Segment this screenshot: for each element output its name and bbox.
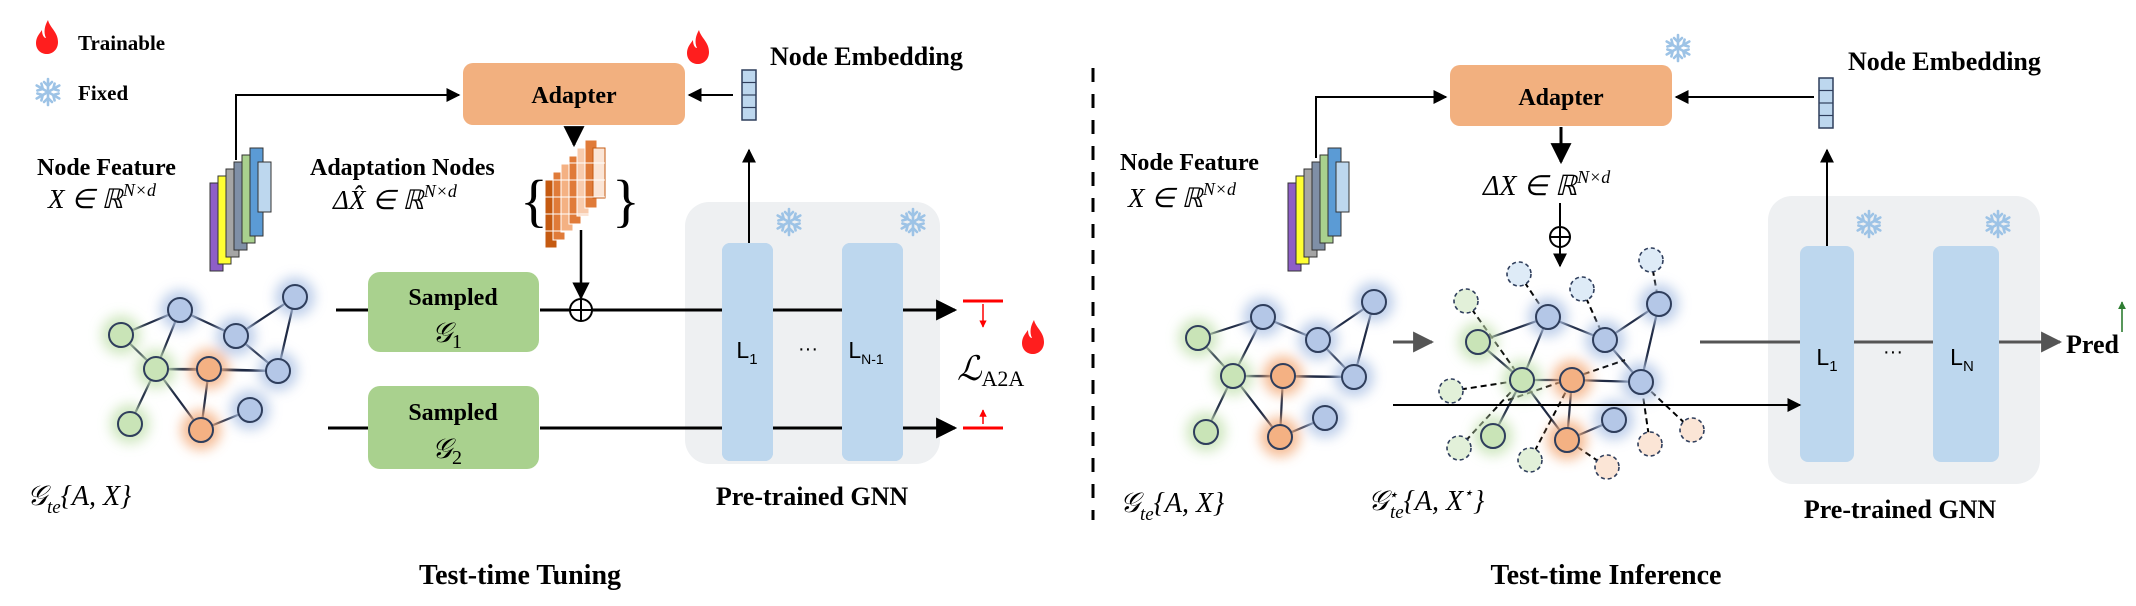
left-layer-1-label: L1 — [736, 337, 757, 368]
adapter-box — [1450, 65, 1672, 126]
snowflake-icon — [35, 77, 61, 107]
right-graph-label: 𝒢te{A, X} — [1120, 488, 1224, 525]
delta-x-math: ΔX ∈ ℝN×d — [1482, 167, 1611, 202]
node-embedding-label: Node Embedding — [770, 42, 963, 71]
augmented-graph — [1438, 247, 1705, 480]
adaptation-nodes-math: ΔX̂ ∈ ℝN×d — [332, 181, 458, 215]
node-feature-label: Node Feature — [37, 155, 176, 181]
node-feature-label: Node Feature — [1120, 150, 1259, 176]
left-layer-ellipsis: ··· — [798, 338, 818, 360]
adapter-box — [463, 63, 685, 125]
flame-icon — [1022, 320, 1044, 354]
node-feature-math: X ∈ ℝN×d — [1127, 179, 1237, 213]
right-gnn-label: Pre-trained GNN — [1804, 495, 1997, 524]
node-feature-stack — [1287, 147, 1350, 272]
sampled-graph-1-box — [368, 272, 539, 352]
node-embedding-label: Node Embedding — [1848, 47, 2041, 76]
adapter-label: Adapter — [531, 83, 617, 109]
right-layer-n-label: LN — [1950, 344, 1974, 375]
right-layer-ellipsis: ··· — [1883, 341, 1903, 363]
sampled-graph-1-label: Sampled — [408, 285, 498, 311]
right-brace: } — [612, 168, 640, 233]
legend-trainable-label: Trainable — [78, 31, 165, 55]
snowflake-icon — [1665, 33, 1691, 63]
left-section-title: Test-time Tuning — [419, 560, 621, 591]
flame-icon — [36, 20, 58, 54]
legend: Trainable Fixed — [35, 20, 165, 107]
right-section-title: Test-time Inference — [1491, 560, 1722, 591]
right-layer-1 — [1800, 246, 1854, 462]
adapter-label: Adapter — [1518, 85, 1604, 111]
right-layer-n — [1933, 246, 1999, 462]
node-embedding-vector — [741, 69, 757, 121]
loss-markers — [963, 299, 1003, 430]
pred-label: Pred — [2066, 330, 2119, 359]
legend-fixed-label: Fixed — [78, 81, 128, 105]
left-input-graph — [101, 277, 315, 450]
flame-icon — [687, 30, 709, 64]
left-layer-n-label: LN-1 — [848, 337, 884, 367]
adaptation-nodes-label: Adaptation Nodes — [310, 155, 495, 181]
sampled-graph-2-label: Sampled — [408, 400, 498, 426]
right-layer-1-label: L1 — [1816, 344, 1837, 375]
right-input-graph — [1178, 282, 1394, 457]
sampled-graph-2-box — [368, 386, 539, 469]
node-embedding-vector — [1818, 77, 1834, 129]
node-feature-stack — [209, 147, 272, 272]
left-brace: { — [520, 168, 548, 233]
node-feature-math: X ∈ ℝN×d — [47, 180, 157, 214]
left-graph-label: 𝒢te{A, X} — [27, 481, 131, 518]
augmented-graph-label: 𝒢⋆te{A, X⋆} — [1368, 485, 1484, 523]
right-panel: Adapter Node Embedding Node Feature X ∈ … — [1120, 33, 2126, 591]
adaptation-nodes-stack — [544, 139, 606, 249]
left-gnn-label: Pre-trained GNN — [716, 482, 909, 511]
loss-label: ℒA2A — [957, 351, 1024, 391]
left-panel: Adapter Node Embedding Node Feature X ∈ … — [27, 30, 1044, 591]
